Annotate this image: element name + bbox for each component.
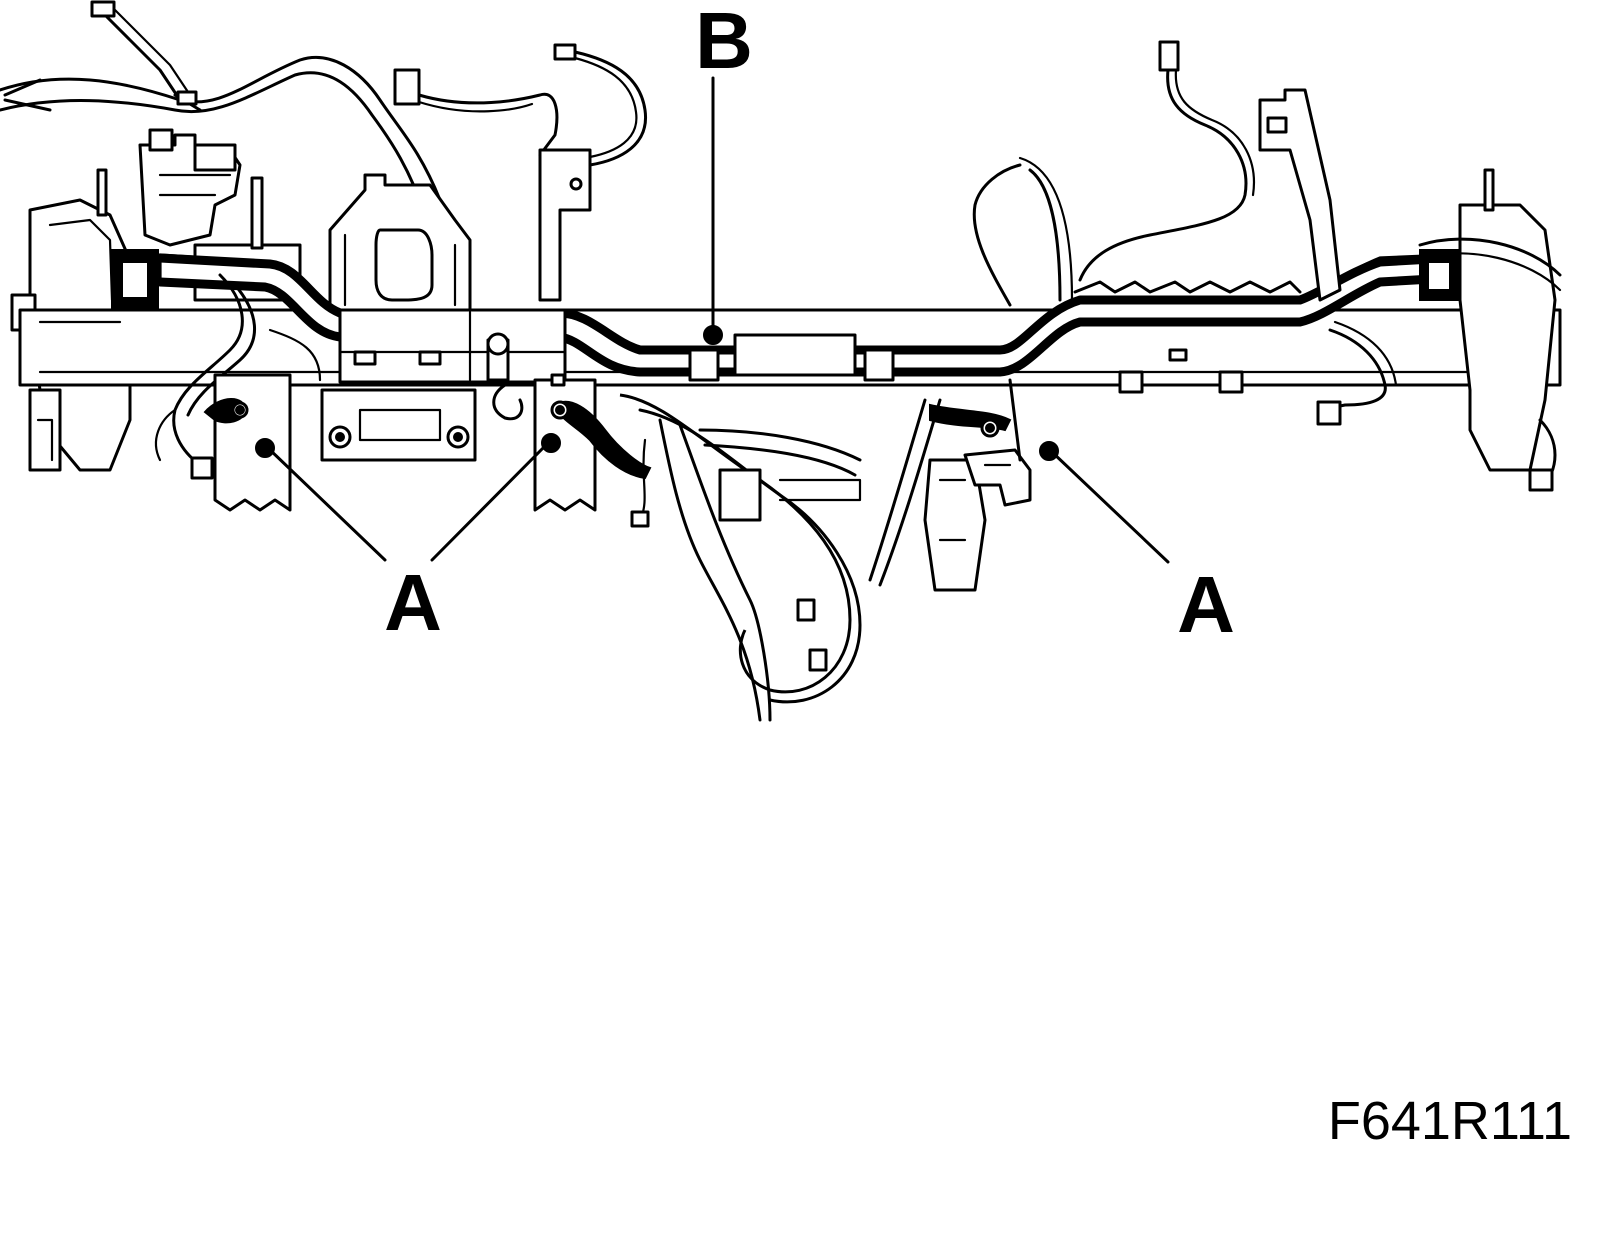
center-heater-housing: [328, 173, 472, 312]
upper-left-loose-wires: [0, 0, 452, 302]
center-relay-module: [338, 308, 895, 384]
upper-middle-loose-wires: [393, 43, 647, 302]
figure-id: F641R111: [1327, 1091, 1572, 1151]
lower-left-wires: [154, 273, 322, 480]
lower-mount-right: [929, 378, 1032, 507]
lower-bracket-center-left: [320, 388, 477, 462]
lower-right-wires: [1316, 320, 1398, 426]
right-harness-clips: [1073, 280, 1302, 394]
callout-label-b: B: [695, 0, 753, 85]
left-black-connector: [111, 249, 159, 311]
callout-label-a-right: A: [1177, 560, 1235, 649]
right-mounting-bracket: [1418, 168, 1562, 492]
right-tall-bracket: [1258, 88, 1342, 302]
upper-right-loose-wires: [972, 40, 1255, 307]
lower-mount-middle: [492, 373, 652, 512]
callout-label-a-left: A: [384, 558, 442, 647]
lower-hanging-wires: [619, 393, 987, 722]
callout-leaders: [255, 76, 1170, 564]
lower-mount-left: [203, 373, 292, 512]
